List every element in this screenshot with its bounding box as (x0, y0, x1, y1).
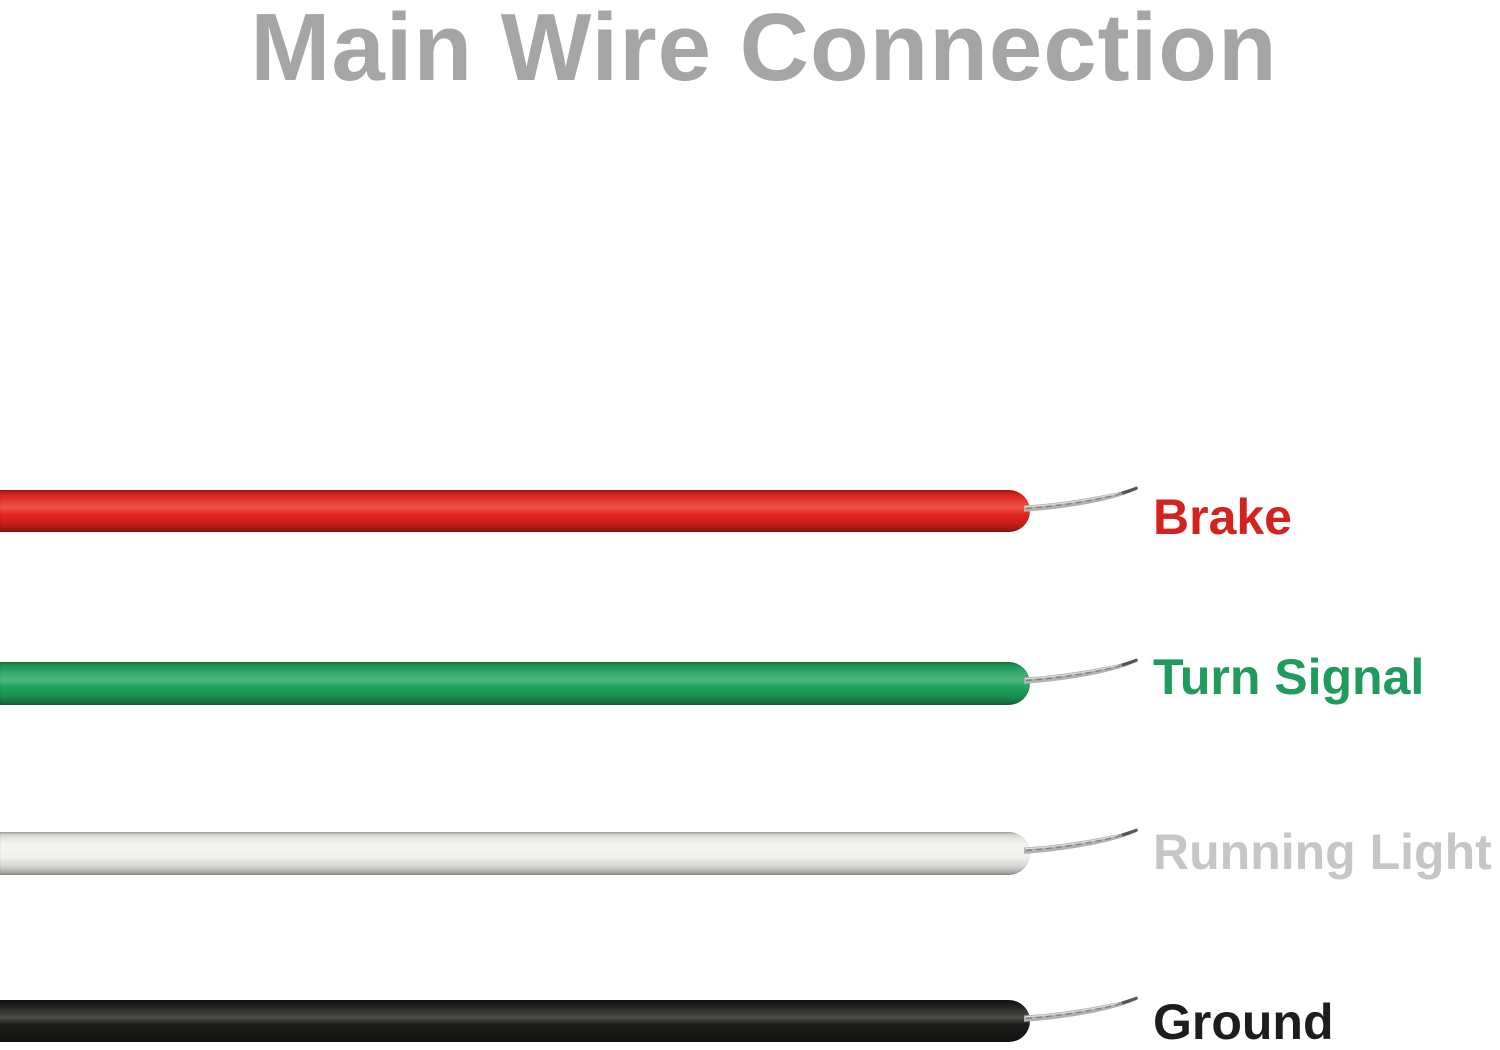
page-title: Main Wire Connection (250, 0, 1278, 101)
brake-wire-stripped-tip-icon (1024, 486, 1138, 512)
running-light-wire-stripped-tip-icon (1024, 828, 1138, 854)
turn-signal-wire-stripped-tip-icon (1024, 658, 1138, 684)
ground-wire-label: Ground (1153, 994, 1334, 1050)
turn-signal-wire (0, 662, 1030, 705)
ground-wire (0, 1000, 1030, 1042)
turn-signal-wire-label: Turn Signal (1153, 649, 1425, 705)
ground-wire-stripped-tip-icon (1024, 996, 1138, 1022)
running-light-wire (0, 832, 1030, 875)
brake-wire (0, 490, 1030, 532)
brake-wire-label: Brake (1153, 489, 1292, 545)
running-light-wire-label: Running Light (1153, 824, 1492, 880)
